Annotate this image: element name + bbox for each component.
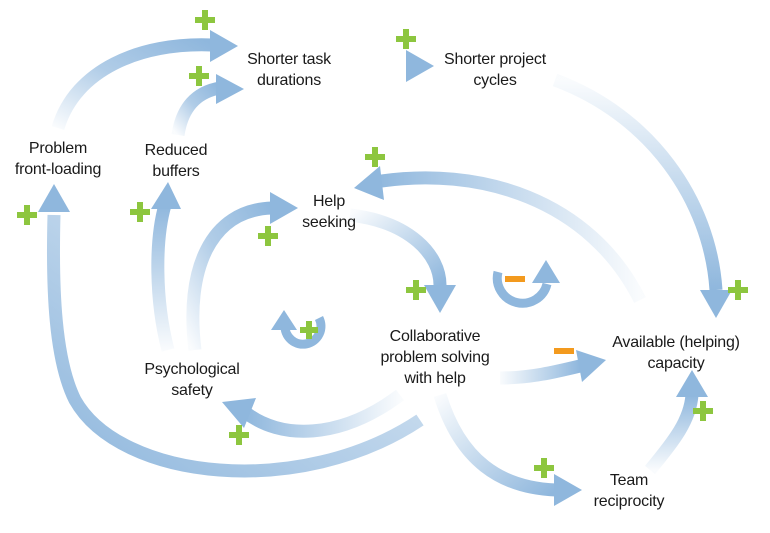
node-label-line: Problem	[28, 140, 88, 157]
plus-sign-icon	[728, 280, 748, 300]
arrow-collab-to-capacity	[499, 359, 582, 385]
node-team-reciprocity: Team reciprocity	[594, 470, 665, 512]
node-available-capacity: Available (helping) capacity	[612, 332, 740, 374]
node-label-line: Team	[609, 472, 649, 489]
node-label-line: reciprocity	[593, 493, 665, 510]
arrow-reciprocity-to-capacity	[645, 394, 699, 475]
node-label-line: durations	[256, 72, 322, 89]
reinforcing-loop-icon	[271, 310, 326, 349]
arrowhead-buffers-to-taskdurations	[216, 74, 244, 104]
node-label-line: Collaborative	[389, 328, 481, 345]
node-collaborative-problem-solving: Collaborative problem solving with help	[380, 326, 489, 389]
node-label-line: capacity	[647, 355, 705, 372]
node-label-line: buffers	[152, 163, 200, 180]
node-psychological-safety: Psychological safety	[144, 359, 239, 401]
node-label-line: seeking	[302, 214, 356, 231]
node-label-line: with help	[404, 370, 466, 387]
arrowhead-collab-to-frontloading	[38, 184, 70, 212]
node-shorter-project-cycles: Shorter project cycles	[444, 49, 546, 91]
plus-sign-icon	[130, 202, 150, 222]
arrowhead-capacity-to-helpseeking	[354, 166, 384, 200]
arrow-helpseeking-to-collab	[349, 208, 447, 286]
arrowhead-safety-to-helpseeking	[270, 192, 298, 224]
arrowhead-projectcycles-to-capacity	[700, 290, 732, 318]
arrow-collab-to-frontloading	[46, 214, 424, 478]
node-label-line: cycles	[473, 72, 517, 89]
plus-sign-icon	[534, 458, 554, 478]
arrowhead-collab-to-safety	[222, 398, 256, 428]
node-label-line: safety	[171, 382, 213, 399]
plus-sign-icon	[258, 226, 278, 246]
node-label-line: Reduced	[144, 142, 208, 159]
arrow-projectcycles-to-capacity	[552, 73, 723, 291]
minus-sign-icon	[554, 348, 574, 354]
node-label-line: Available (helping)	[612, 334, 740, 351]
node-label-line: Shorter task	[247, 51, 331, 68]
node-help-seeking: Help seeking	[302, 191, 356, 233]
plus-sign-icon	[406, 280, 426, 300]
node-label-line: Psychological	[144, 361, 240, 378]
arrow-collab-to-reciprocity	[433, 393, 557, 497]
arrowhead-taskdurations-to-projectcycles	[406, 50, 434, 82]
plus-sign-icon	[17, 205, 37, 225]
node-label-line: Shorter project	[444, 51, 546, 68]
node-reduced-buffers: Reduced buffers	[145, 140, 208, 182]
arrowhead-frontloading-to-taskdurations	[210, 30, 238, 62]
plus-sign-icon	[300, 321, 318, 339]
arrow-collab-to-safety	[240, 389, 404, 438]
node-label-line: front-loading	[14, 161, 102, 178]
arrow-buffers-to-taskdurations	[171, 81, 222, 137]
node-shorter-task-durations: Shorter task durations	[247, 49, 331, 91]
arrow-frontloading-to-taskdurations	[51, 38, 213, 131]
arrowhead-collab-to-reciprocity	[554, 474, 582, 506]
node-label-line: problem solving	[380, 349, 490, 366]
arrow-safety-to-helpseeking	[186, 201, 273, 351]
balancing-loop-icon	[492, 260, 560, 308]
arrowhead-helpseeking-to-collab	[424, 285, 456, 313]
plus-sign-icon	[195, 10, 215, 30]
plus-sign-icon	[693, 401, 713, 421]
arrowhead-reciprocity-to-capacity	[676, 370, 708, 397]
plus-sign-icon	[189, 66, 209, 86]
plus-sign-icon	[229, 425, 249, 445]
arrowhead-safety-to-buffers	[151, 182, 181, 209]
node-problem-front-loading: Problem front-loading	[14, 138, 102, 180]
node-label-line: Help	[312, 193, 346, 210]
plus-sign-icon	[396, 29, 416, 49]
arrow-capacity-to-helpseeking	[373, 171, 646, 303]
minus-sign-icon	[505, 276, 525, 282]
arrowhead-collab-to-capacity	[576, 350, 606, 382]
plus-sign-icon	[365, 147, 385, 167]
arrow-safety-to-buffers	[151, 203, 175, 352]
